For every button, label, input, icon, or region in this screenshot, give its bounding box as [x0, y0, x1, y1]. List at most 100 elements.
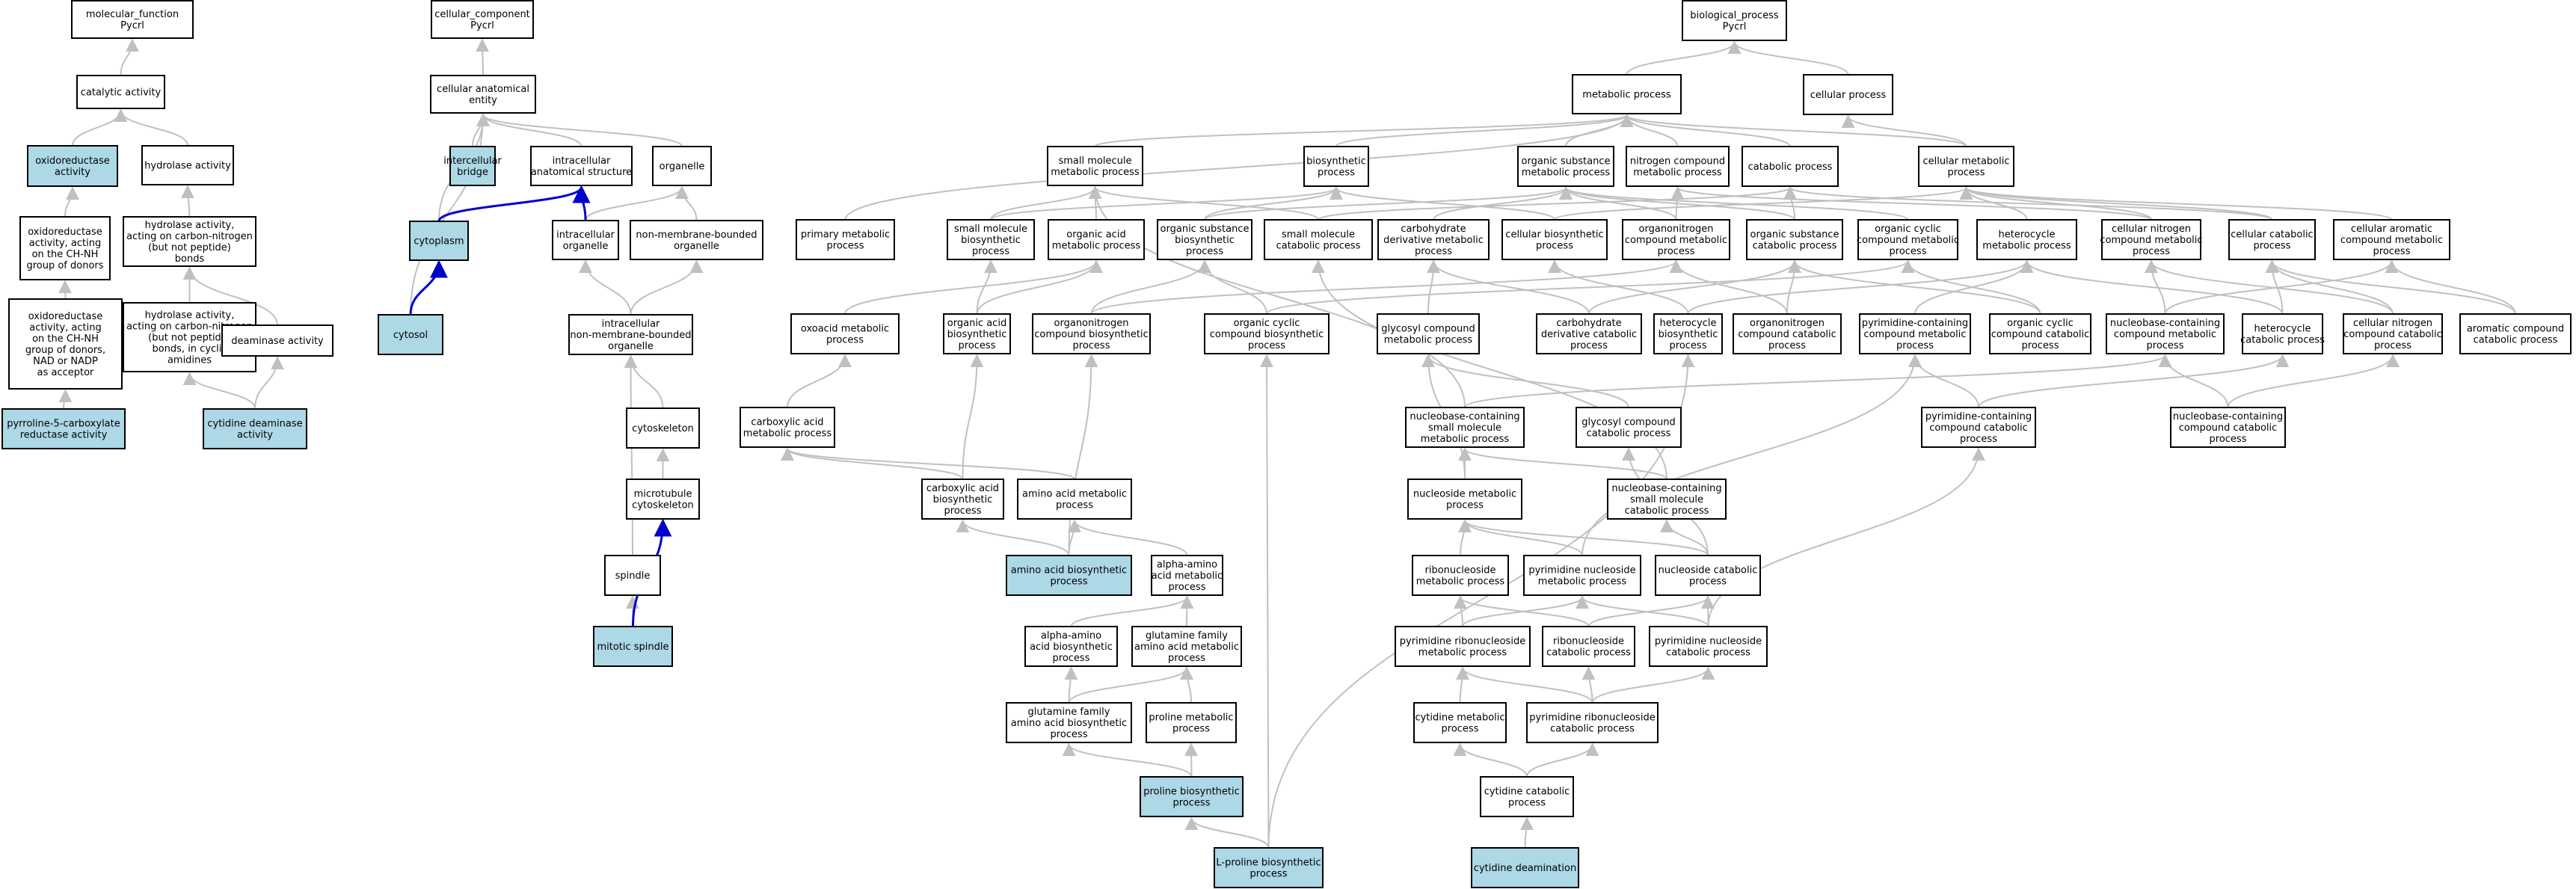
node-label-line: pyrimidine-containing — [1862, 318, 1968, 329]
go-term-node-hydcn[interactable]: hydrolase activity,acting on carbon-nitr… — [123, 216, 256, 267]
edge-occcp-to-oscp — [1788, 259, 2041, 315]
node-label-line: oxidoreductase — [28, 227, 102, 238]
go-term-node-org[interactable]: organelle — [652, 146, 712, 186]
edge-pyccp-to-pycmp — [1908, 354, 1979, 408]
go-term-node-hyd[interactable]: hydrolase activity — [141, 145, 234, 185]
node-label-line: Pycrl — [470, 20, 494, 31]
node-box — [1151, 555, 1223, 596]
go-term-node-cp[interactable]: cellular process — [1803, 74, 1893, 115]
go-term-node-cat[interactable]: catalytic activity — [76, 75, 165, 109]
go-term-node-cytosk[interactable]: cytoskeleton — [626, 407, 700, 449]
go-term-node-mp[interactable]: metabolic process — [1572, 74, 1682, 114]
go-term-node-cydeam[interactable]: cytidine deamination — [1471, 847, 1579, 888]
edge-pyccp-to-hcp — [1978, 354, 2290, 408]
go-term-node-mspindle[interactable]: mitotic spindle — [593, 626, 673, 667]
go-term-node-inmbo[interactable]: intracellularnon-membrane-boundedorganel… — [568, 314, 693, 355]
edge-prcp-to-rncp — [1581, 666, 1596, 704]
go-term-node-spindle[interactable]: spindle — [604, 555, 661, 596]
go-term-node-cytosol[interactable]: cytosol — [378, 314, 443, 355]
node-box — [1377, 313, 1480, 354]
node-box — [626, 407, 700, 449]
node-box — [796, 219, 895, 260]
go-term-node-deam[interactable]: deaminase activity — [221, 324, 333, 357]
go-term-node-catp[interactable]: catabolic process — [1742, 146, 1839, 187]
go-term-node-cyt[interactable]: cytoplasm — [409, 221, 469, 261]
